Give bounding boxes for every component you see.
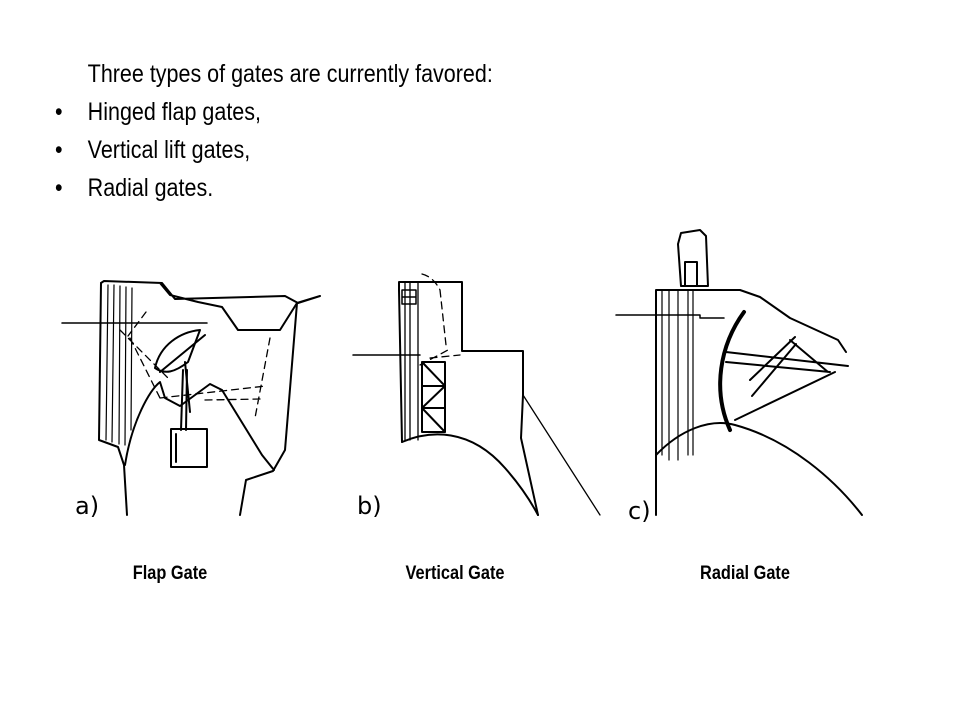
vertical-downstream-line (522, 394, 601, 516)
radial-gate-skin (718, 310, 746, 432)
flap-crest-curve (124, 381, 275, 471)
figure-label-a: a) (75, 492, 100, 520)
flap-pier-outline (100, 280, 321, 331)
radial-pier-hatching (661, 289, 694, 461)
bullet-radial: Radial gates. (87, 174, 214, 202)
caption-flap-gate: Flap Gate (132, 563, 208, 584)
flap-hatching (105, 284, 133, 446)
intro-text: Three types of gates are currently favor… (87, 60, 493, 88)
flap-counterweight (170, 428, 208, 468)
flap-downstream-face (239, 302, 298, 516)
vertical-pier-outline (398, 281, 539, 516)
slide-text: Three types of gates are currently favor… (55, 55, 493, 207)
bullet-vertical-lift: Vertical lift gates, (87, 136, 251, 164)
radial-hoist-box (677, 229, 709, 287)
vertical-crest-curve (401, 433, 539, 516)
vertical-gate-frame (421, 361, 446, 433)
figure-label-b: b) (357, 492, 382, 520)
vertical-guide-lines (404, 281, 419, 441)
bullet-dot: • (55, 136, 63, 164)
flap-upstream-face (98, 282, 128, 516)
flap-gate-drawing (61, 280, 321, 516)
vertical-slot-box (401, 289, 417, 305)
bullet-item: • Radial gates. (55, 169, 493, 207)
figure-label-c: c) (628, 497, 651, 525)
vertical-gate-drawing (352, 273, 601, 516)
bullet-item: • Vertical lift gates, (55, 131, 493, 169)
bullet-hinged-flap: Hinged flap gates, (87, 98, 261, 126)
bullet-dot: • (55, 174, 63, 202)
bullet-dot: • (55, 98, 63, 126)
radial-gate-arms (725, 336, 849, 421)
caption-radial-gate: Radial Gate (700, 563, 790, 584)
flap-gate-leaf (154, 329, 201, 373)
caption-vertical-gate: Vertical Gate (405, 563, 505, 584)
bullet-item: • Hinged flap gates, (55, 93, 493, 131)
radial-crest-curve (655, 422, 863, 516)
radial-pier-outline (655, 289, 847, 456)
radial-water-line (615, 314, 725, 319)
radial-gate-drawing (615, 229, 863, 516)
flap-counterweight-rod (180, 369, 188, 431)
flap-dashed-lines (119, 311, 271, 419)
vertical-dashed-lines (419, 273, 461, 366)
